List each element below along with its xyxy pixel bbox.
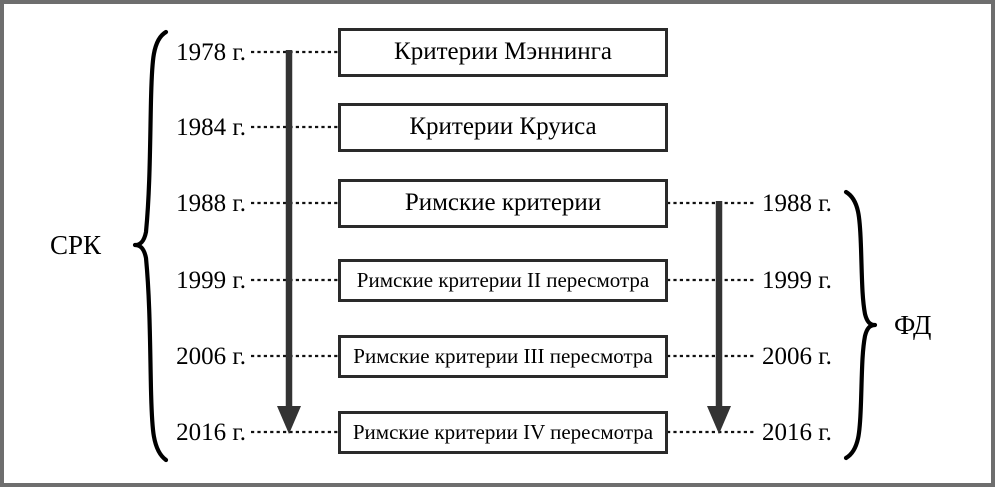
year-label-left-1: 1978 г. (176, 39, 246, 66)
year-label-right-4: 1999 г. (762, 267, 832, 294)
year-label-left-4: 1999 г. (176, 267, 246, 294)
year-label-right-5: 2006 г. (762, 343, 832, 370)
criteria-box-kruis[interactable]: Критерии Круиса (338, 103, 668, 152)
year-label-left-2: 1984 г. (176, 114, 246, 141)
criteria-box-rome[interactable]: Римские критерии (338, 179, 668, 228)
year-label-right-6: 2016 г. (762, 419, 832, 446)
year-label-left-5: 2006 г. (176, 343, 246, 370)
group-label-right: ФД (894, 310, 932, 340)
right-brace (843, 189, 878, 461)
criteria-box-rome-iv[interactable]: Римские критерии IV пересмотра (338, 411, 668, 454)
left-brace (132, 29, 169, 463)
right-timeline-arrow (707, 201, 731, 434)
criteria-box-rome-ii[interactable]: Римские критерии II пересмотра (338, 259, 668, 302)
criteria-box-manning[interactable]: Критерии Мэннинга (338, 28, 668, 77)
group-label-left: СРК (50, 230, 102, 260)
year-label-right-3: 1988 г. (762, 190, 832, 217)
diagram-canvas: СРК ФД 1978 г. 1984 г. 1988 г. 1999 г. 2… (4, 4, 991, 483)
year-label-left-6: 2016 г. (176, 419, 246, 446)
left-timeline-arrow (277, 50, 301, 434)
criteria-box-rome-iii[interactable]: Римские критерии III пересмотра (338, 335, 668, 378)
year-label-left-3: 1988 г. (176, 190, 246, 217)
